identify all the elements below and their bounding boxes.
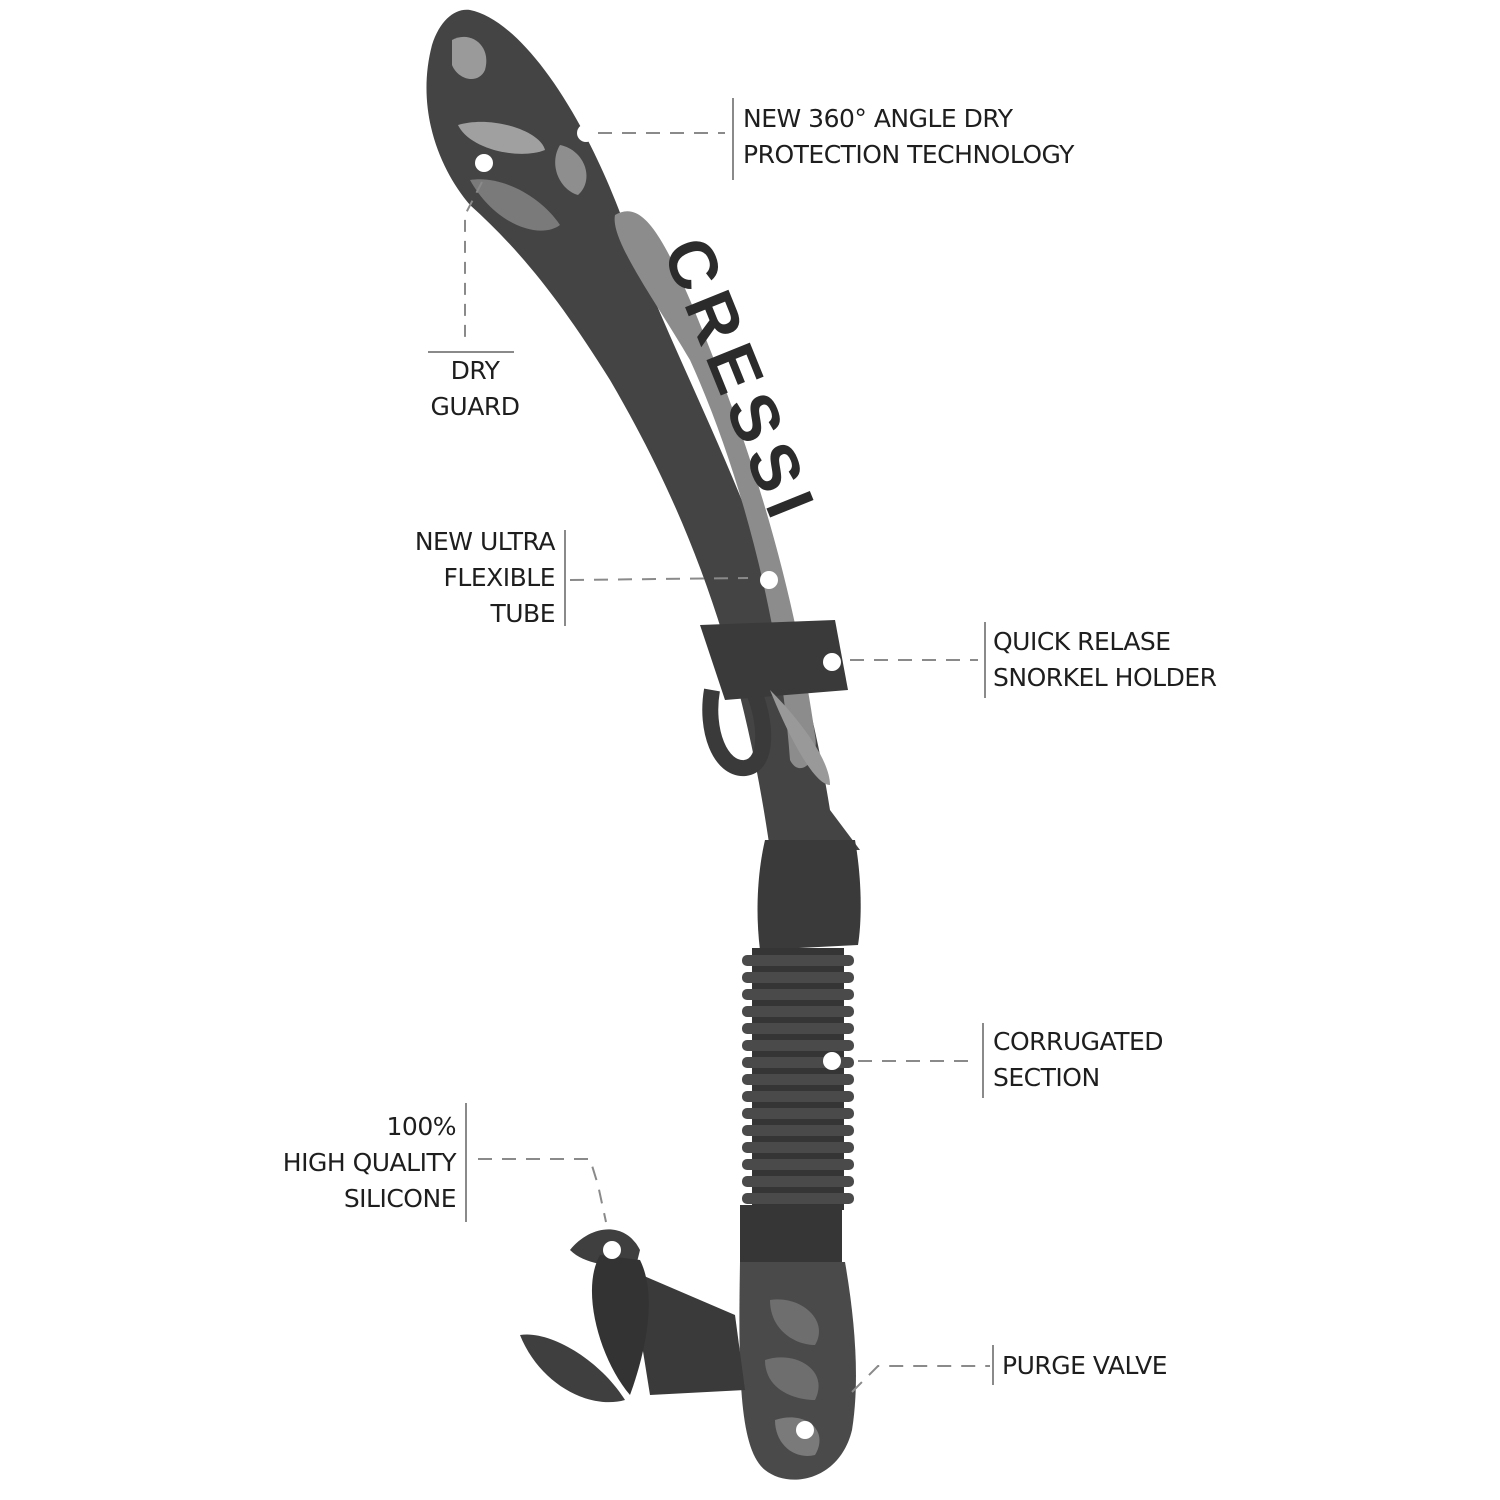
callout-line: PURGE VALVE <box>1002 1351 1168 1380</box>
corrugation-rib <box>742 955 854 966</box>
callout-line: 100% <box>386 1112 457 1141</box>
callout-silicone: 100% HIGH QUALITY SILICONE <box>240 1109 457 1217</box>
corrugation-rib <box>742 1176 854 1187</box>
corrugation-rib <box>742 1108 854 1119</box>
dot-dry-guard <box>475 154 493 172</box>
callout-dry-protection: NEW 360° ANGLE DRY PROTECTION TECHNOLOGY <box>743 101 1074 173</box>
corrugation-rib <box>742 1074 854 1085</box>
callout-dry-guard: DRY GUARD <box>405 353 545 425</box>
corrugation-rib <box>742 1125 854 1136</box>
mouthpiece-connector <box>630 1270 745 1395</box>
dry-top-vent-1 <box>452 36 487 80</box>
dry-top-vent-2 <box>458 121 545 154</box>
callout-line: DRY <box>450 356 500 385</box>
corrugation-rib <box>742 989 854 1000</box>
callout-line: PROTECTION TECHNOLOGY <box>743 140 1074 169</box>
corrugation-rib <box>742 1091 854 1102</box>
snorkel-holder <box>700 620 848 700</box>
dry-guard-cap <box>470 179 560 231</box>
corrugation-rib <box>742 1023 854 1034</box>
dot-flexible-tube <box>760 571 778 589</box>
holder-strap-loop <box>702 688 772 776</box>
dot-corrugated <box>823 1052 841 1070</box>
corrugation-rib <box>742 1159 854 1170</box>
callout-corrugated: CORRUGATED SECTION <box>993 1024 1164 1096</box>
callout-flexible-tube: NEW ULTRA FLEXIBLE TUBE <box>355 524 556 632</box>
callout-snorkel-holder: QUICK RELASE SNORKEL HOLDER <box>993 624 1217 696</box>
lower-collar <box>740 1205 842 1265</box>
corrugation-rib <box>742 1142 854 1153</box>
leader-purge-valve <box>851 1365 990 1393</box>
callout-line: GUARD <box>430 392 520 421</box>
corrugated-section <box>742 948 854 1210</box>
callout-purge-valve: PURGE VALVE <box>1002 1348 1168 1384</box>
callout-line: HIGH QUALITY <box>282 1148 457 1177</box>
corrugation-rib <box>742 1193 854 1204</box>
callout-line: SNORKEL HOLDER <box>993 663 1217 692</box>
leader-flexible-tube <box>569 577 749 581</box>
callout-dots <box>475 124 841 1439</box>
dot-dry-protection <box>577 124 595 142</box>
mouthpiece-lower-bite <box>520 1334 625 1403</box>
corrugation-rib <box>742 1040 854 1051</box>
callout-line: NEW ULTRA <box>414 527 556 556</box>
dry-top-vent-3 <box>555 145 587 195</box>
callout-line: FLEXIBLE <box>443 563 556 592</box>
callout-lines <box>428 98 994 1393</box>
dot-snorkel-holder <box>823 653 841 671</box>
mouthpiece-flange <box>591 1255 649 1395</box>
callout-line: NEW 360° ANGLE DRY <box>743 104 1013 133</box>
purge-valve-slot-2 <box>765 1357 819 1400</box>
callout-line: CORRUGATED <box>993 1027 1164 1056</box>
dot-silicone <box>603 1241 621 1259</box>
brand-panel <box>614 211 816 769</box>
dot-purge-valve <box>796 1421 814 1439</box>
callout-line: TUBE <box>490 599 555 628</box>
corrugation-rib <box>742 1006 854 1017</box>
callout-line: SILICONE <box>343 1184 457 1213</box>
corrugation-rib <box>742 972 854 983</box>
holder-fin <box>770 690 830 785</box>
leader-silicone <box>478 1158 607 1223</box>
snorkel-tube-lower <box>757 840 861 950</box>
purge-valve-slot-1 <box>770 1299 819 1345</box>
callout-line: QUICK RELASE <box>993 627 1171 656</box>
callout-line: SECTION <box>993 1063 1100 1092</box>
